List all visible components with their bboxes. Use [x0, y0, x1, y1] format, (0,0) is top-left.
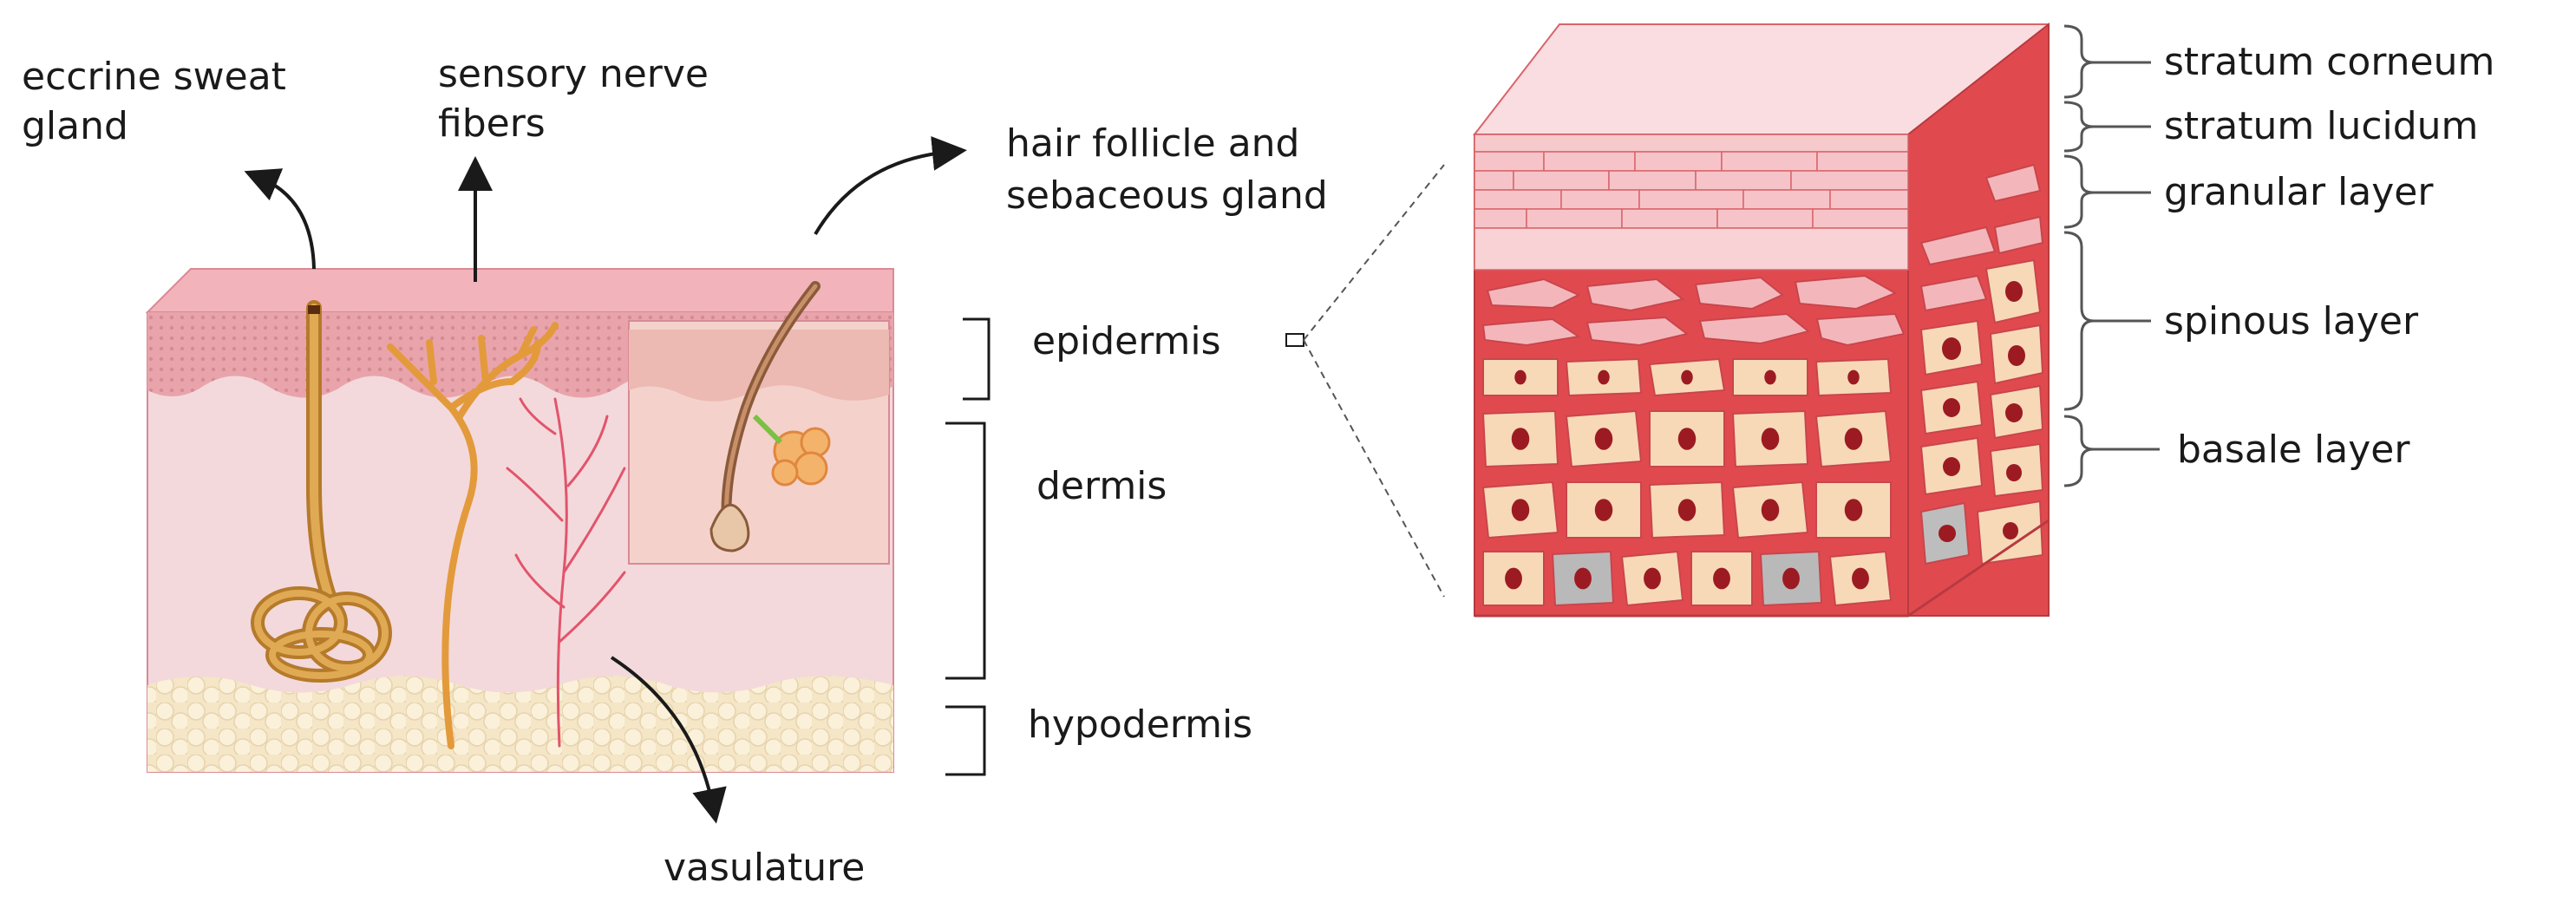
granular-bricks: [1474, 151, 1909, 229]
stratum-corneum-front: [1474, 227, 1909, 271]
cell-nucleus: [1844, 499, 1863, 521]
label-sensory-line1: sensory nerve: [438, 52, 709, 96]
arrow-hair-follicle: [814, 135, 967, 236]
cell-nucleus: [1598, 369, 1610, 385]
brace-basale-layer: [2063, 415, 2095, 487]
zoom-marker: [1285, 333, 1304, 347]
arrow-sweat-gland: [244, 168, 316, 270]
cell-nucleus: [1761, 499, 1780, 521]
side-face-cells: [1919, 163, 2044, 312]
vasculature-vessels: [506, 397, 626, 748]
label-dermis: dermis: [1036, 464, 1167, 508]
label-vasculature: vasulature: [664, 846, 865, 890]
cell-nucleus: [1764, 369, 1776, 385]
cell-nucleus: [1574, 567, 1592, 590]
bracket-dermis: [945, 422, 986, 680]
hair-bulb: [709, 503, 750, 552]
brace-stratum-lucidum: [2063, 101, 2095, 153]
sweat-gland-coil: [251, 586, 392, 683]
label-eccrine-line2: gland: [22, 104, 128, 148]
bracket-epidermis: [963, 317, 991, 401]
cell-nucleus: [1514, 369, 1527, 385]
adipose-texture: [147, 676, 893, 772]
label-hypodermis: hypodermis: [1028, 703, 1252, 747]
skin-top-surface: [145, 268, 894, 313]
brace-stratum-corneum: [2063, 24, 2095, 99]
cell-nucleus: [1594, 428, 1613, 450]
side-face-spinous-cells: [1919, 258, 2044, 565]
label-granular-layer: granular layer: [2164, 170, 2434, 214]
cell-nucleus: [1847, 369, 1860, 385]
label-spinous-layer: spinous layer: [2164, 299, 2419, 343]
skin-cross-section: [145, 268, 894, 773]
zoom-line-top: [1303, 164, 1445, 341]
epidermis-block: [1472, 22, 2050, 618]
cell-nucleus: [1677, 499, 1697, 521]
cell-nucleus: [1761, 428, 1780, 450]
zoom-line-bottom: [1303, 339, 1445, 598]
cell-nucleus: [1852, 567, 1869, 590]
label-epidermis: epidermis: [1032, 319, 1221, 363]
label-hair-line2: sebaceous gland: [1006, 173, 1328, 218]
stratum-lucidum-band: [1474, 134, 1909, 153]
sweat-pore: [308, 305, 320, 314]
cell-nucleus: [1844, 428, 1863, 450]
brace-granular-layer: [2063, 154, 2095, 229]
cell-nucleus: [1594, 499, 1613, 521]
label-stratum-corneum: stratum corneum: [2164, 40, 2494, 84]
keratinocyte-cells: [1481, 357, 1893, 607]
sebaceous-gland: [752, 414, 831, 487]
label-basale-layer: basale layer: [2177, 428, 2410, 472]
granular-cells: [1481, 274, 1906, 347]
label-eccrine-line1: eccrine sweat: [22, 55, 286, 99]
label-stratum-lucidum: stratum lucidum: [2164, 104, 2478, 148]
labels: eccrine sweat gland sensory nerve fibers…: [22, 40, 2494, 890]
cell-nucleus: [1511, 499, 1530, 521]
cell-nucleus: [1677, 428, 1697, 450]
cell-nucleus: [1782, 567, 1800, 590]
cell-nucleus: [1644, 567, 1661, 590]
cell-nucleus: [1681, 369, 1693, 385]
sweat-duct: [310, 304, 334, 603]
sensory-nerve-fibers: [387, 322, 559, 749]
gland-duct: [752, 414, 783, 445]
arrow-vasculature: [610, 656, 727, 824]
cell-nucleus: [1713, 567, 1730, 590]
brace-spinous-layer: [2063, 231, 2095, 411]
label-sensory-line2: fibers: [438, 101, 546, 146]
cell-nucleus: [1505, 567, 1522, 590]
bracket-hypodermis: [945, 705, 986, 776]
layer-braces: [2063, 24, 2095, 487]
cell-nucleus: [1511, 428, 1530, 450]
label-hair-line1: hair follicle and: [1006, 121, 1300, 166]
